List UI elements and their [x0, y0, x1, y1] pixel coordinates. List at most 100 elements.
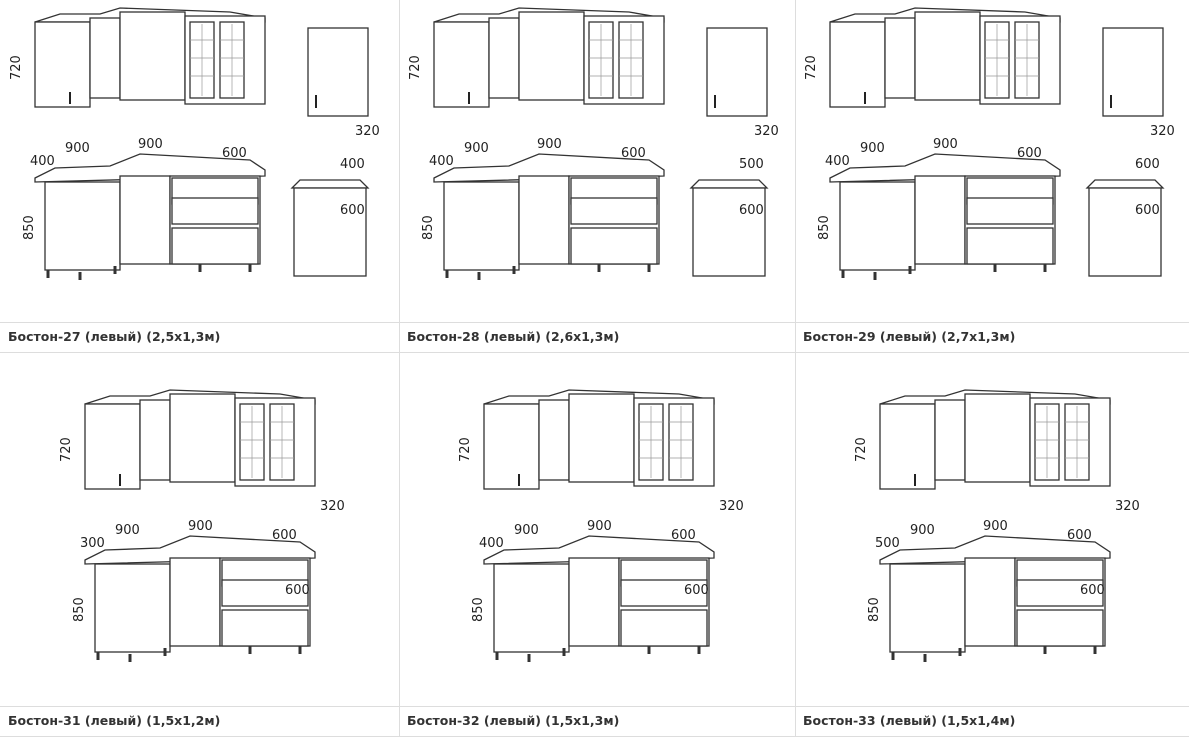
dimension-middle-width: 900 — [138, 137, 163, 152]
dimension-extra-upper-depth: 320 — [1150, 124, 1175, 139]
dimension-extra-depth: 600 — [739, 203, 764, 218]
upper-cabinet — [119, 11, 186, 101]
extra-countertop — [290, 179, 370, 189]
dimension-side-depth: 400 — [30, 154, 55, 169]
base-cabinet — [169, 557, 221, 647]
drawer — [221, 579, 309, 607]
upper-cabinet — [568, 393, 635, 483]
dimension-upper-height: 720 — [458, 437, 473, 462]
dimension-extra-depth: 600 — [340, 203, 365, 218]
extra-upper-cabinet — [307, 27, 369, 117]
extra-base-cabinet — [692, 187, 766, 277]
dimension-side-depth: 400 — [479, 536, 504, 551]
dimension-middle-width: 900 — [587, 519, 612, 534]
upper-cabinet — [139, 399, 171, 481]
countertop — [433, 153, 665, 183]
extra-upper-cabinet — [1102, 27, 1164, 117]
drawer — [171, 197, 259, 225]
dimension-upper-depth: 320 — [320, 499, 345, 514]
product-caption[interactable]: Бостон-29 (левый) (2,7х1,3м) — [795, 322, 1189, 353]
upper-cabinet — [518, 11, 585, 101]
dimension-right-width: 600 — [272, 528, 297, 543]
upper-cabinet — [169, 393, 236, 483]
drawer — [966, 197, 1054, 225]
upper-cabinet — [934, 399, 966, 481]
base-corner-cabinet — [839, 181, 916, 271]
extra-base-cabinet — [1088, 187, 1162, 277]
drawer — [620, 579, 708, 607]
drawer — [966, 227, 1054, 265]
countertop — [829, 153, 1061, 183]
dimension-base-height: 850 — [817, 215, 832, 240]
dimension-extra-upper-depth: 320 — [355, 124, 380, 139]
dimension-right-width: 600 — [671, 528, 696, 543]
base-corner-cabinet — [493, 563, 570, 653]
dimension-right-width: 600 — [1067, 528, 1092, 543]
extra-countertop — [689, 179, 769, 189]
product-caption[interactable]: Бостон-32 (левый) (1,5х1,3м) — [399, 706, 795, 737]
dimension-base-height: 850 — [471, 597, 486, 622]
base-corner-cabinet — [94, 563, 171, 653]
dimension-extra-width: 500 — [739, 157, 764, 172]
dimension-right-width: 600 — [1017, 146, 1042, 161]
dimension-corner-width: 900 — [65, 141, 90, 156]
product-caption[interactable]: Бостон-27 (левый) (2,5х1,3м) — [0, 322, 399, 353]
dimension-upper-height: 720 — [408, 55, 423, 80]
countertop — [84, 535, 316, 565]
countertop — [34, 153, 266, 183]
drawer — [570, 197, 658, 225]
drawer — [570, 227, 658, 265]
dimension-extra-width: 400 — [340, 157, 365, 172]
countertop — [483, 535, 715, 565]
countertop — [879, 535, 1111, 565]
upper-corner-cabinet — [433, 21, 490, 108]
dimension-upper-depth: 320 — [1115, 499, 1140, 514]
upper-corner-cabinet — [84, 403, 141, 490]
product-caption[interactable]: Бостон-33 (левый) (1,5х1,4м) — [795, 706, 1189, 737]
dimension-middle-width: 900 — [537, 137, 562, 152]
dimension-upper-depth: 320 — [719, 499, 744, 514]
upper-corner-cabinet — [879, 403, 936, 490]
dimension-base-depth: 600 — [684, 583, 709, 598]
dimension-base-depth: 600 — [1080, 583, 1105, 598]
extra-base-cabinet — [293, 187, 367, 277]
dimension-side-depth: 300 — [80, 536, 105, 551]
drawer — [1016, 579, 1104, 607]
base-cabinet — [518, 175, 570, 265]
upper-corner-cabinet — [34, 21, 91, 108]
upper-corner-cabinet — [829, 21, 886, 108]
product-caption[interactable]: Бостон-28 (левый) (2,6х1,3м) — [399, 322, 795, 353]
dimension-extra-upper-depth: 320 — [754, 124, 779, 139]
dimension-base-height: 850 — [72, 597, 87, 622]
base-corner-cabinet — [44, 181, 121, 271]
dimension-upper-height: 720 — [804, 55, 819, 80]
dimension-right-width: 600 — [621, 146, 646, 161]
dimension-middle-width: 900 — [188, 519, 213, 534]
dimension-extra-depth: 600 — [1135, 203, 1160, 218]
dimension-middle-width: 900 — [933, 137, 958, 152]
upper-cabinet — [964, 393, 1031, 483]
dimension-middle-width: 900 — [983, 519, 1008, 534]
dimension-corner-width: 900 — [860, 141, 885, 156]
dimension-base-height: 850 — [421, 215, 436, 240]
dimension-corner-width: 900 — [464, 141, 489, 156]
base-cabinet — [964, 557, 1016, 647]
product-caption[interactable]: Бостон-31 (левый) (1,5х1,2м) — [0, 706, 399, 737]
upper-cabinet — [884, 17, 916, 99]
dimension-upper-height: 720 — [854, 437, 869, 462]
